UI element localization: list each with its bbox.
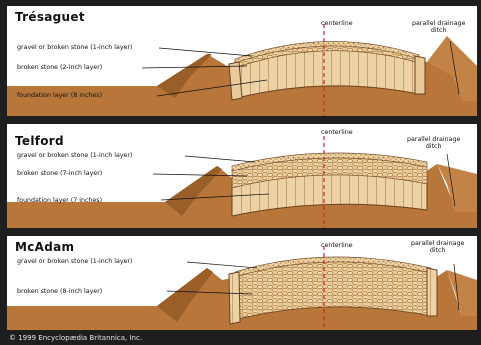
label-gravel: gravel or broken stone (1-inch layer) bbox=[17, 258, 132, 265]
label-gravel: gravel or broken stone (1-inch layer) bbox=[17, 44, 132, 51]
left-curb bbox=[229, 272, 240, 324]
label-drainage: parallel drainage ditch bbox=[407, 136, 460, 150]
label-centerline: centerline bbox=[321, 129, 353, 136]
drainage-line-1: parallel drainage bbox=[407, 136, 460, 143]
leader-gravel bbox=[187, 262, 257, 268]
drainage-line-2: ditch bbox=[411, 247, 464, 254]
panel-mcadam: McAdam gravel or broken stone (1-inch la… bbox=[7, 236, 477, 330]
drainage-line-2: ditch bbox=[407, 143, 460, 150]
label-broken-stone: broken stone (2-inch layer) bbox=[17, 64, 102, 71]
right-curb bbox=[415, 56, 425, 94]
panel-title: Telford bbox=[15, 134, 64, 148]
leader-gravel bbox=[159, 48, 252, 56]
copyright-notice: © 1999 Encyclopædia Britannica, Inc. bbox=[9, 334, 142, 342]
panel-telford: Telford gravel or broken stone (1-inch l… bbox=[7, 124, 477, 228]
drainage-line-1: parallel drainage bbox=[411, 240, 464, 247]
panel-title: Trésaguet bbox=[15, 10, 85, 24]
drainage-line-2: ditch bbox=[412, 27, 465, 34]
label-centerline: centerline bbox=[321, 20, 353, 27]
mcadam-diagram bbox=[7, 236, 477, 330]
label-foundation: foundation layer (7 inches) bbox=[17, 197, 102, 204]
leader-gravel bbox=[185, 156, 255, 162]
label-centerline: centerline bbox=[321, 242, 353, 249]
label-gravel: gravel or broken stone (1-inch layer) bbox=[17, 152, 132, 159]
label-broken-stone: broken stone (8-inch layer) bbox=[17, 288, 102, 295]
right-curb bbox=[427, 268, 437, 316]
panel-tresaguet: Trésaguet gravel or broken stone (1-inch… bbox=[7, 6, 477, 116]
panel-title: McAdam bbox=[15, 240, 74, 254]
drainage-line-1: parallel drainage bbox=[412, 20, 465, 27]
label-broken-stone: broken stone (7-inch layer) bbox=[17, 170, 102, 177]
label-foundation: foundation layer (8 inches) bbox=[17, 92, 102, 99]
label-drainage: parallel drainage ditch bbox=[412, 20, 465, 34]
label-drainage: parallel drainage ditch bbox=[411, 240, 464, 254]
